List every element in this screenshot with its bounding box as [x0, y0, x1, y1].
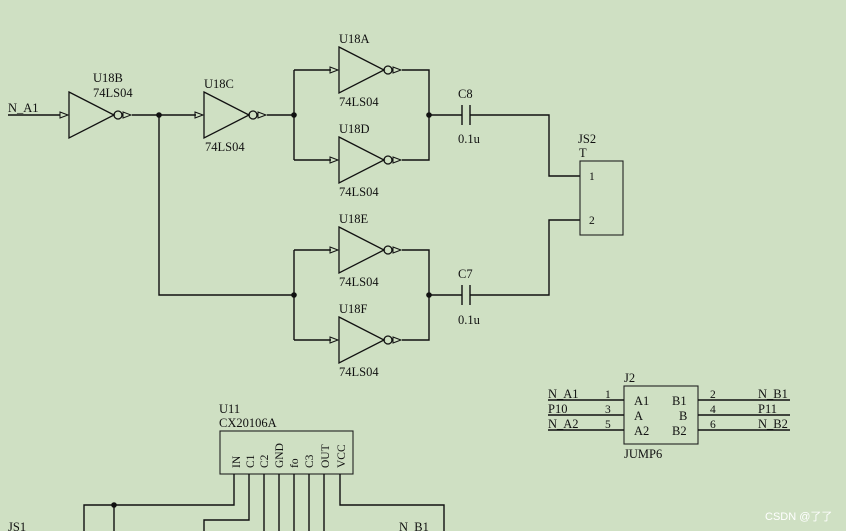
jumper-right-pin: 6: [710, 419, 716, 431]
inverter-u18d[interactable]: U18D 74LS04: [329, 122, 403, 199]
gate-ref-label: U18C: [204, 77, 234, 91]
cap-value-label: 0.1u: [458, 132, 481, 146]
jumper-inner-right: B: [679, 409, 687, 423]
jumper-inner-left: A2: [634, 424, 649, 438]
capacitor-c7[interactable]: C7 0.1u: [458, 267, 481, 327]
jumper-left-net: N_A2: [548, 417, 579, 431]
jumper-left-net: P10: [548, 402, 567, 416]
wire-upper-merge: [402, 69, 430, 161]
ic-pin-label: C2: [259, 454, 271, 468]
gate-ref-label: U18D: [339, 122, 370, 136]
ic-pin-label: C1: [245, 454, 257, 468]
jumper-ref-label: J2: [624, 371, 635, 385]
connector-js2[interactable]: JS2 T 1 2: [578, 132, 624, 236]
junction-dot: [426, 292, 432, 298]
ic-pin-label: fo: [289, 458, 301, 468]
inverter-u18f[interactable]: U18F 74LS04: [329, 302, 403, 379]
wires: [8, 69, 580, 341]
jumper-inner-right: B1: [672, 394, 687, 408]
inverter-u18a[interactable]: U18A 74LS04: [329, 32, 403, 109]
jumper-left-pin: 3: [605, 404, 611, 416]
connector-value-label: T: [579, 146, 587, 160]
jumper-left-pin: 5: [605, 419, 611, 431]
wire-c7-js2: [470, 219, 580, 296]
jumper-right-net: P11: [758, 402, 777, 416]
jumper-right-pin: 4: [710, 404, 716, 416]
watermark: CSDN @了了: [765, 510, 832, 523]
cap-value-label: 0.1u: [458, 313, 481, 327]
junction-dot: [156, 112, 162, 118]
input-net-label: N_A1: [8, 101, 39, 115]
jumper-right-net: N_B1: [758, 387, 788, 401]
wire-lower-branch: [158, 115, 294, 296]
jumper-j2[interactable]: J2 JUMP6 N_A1 P10 N_A2 1 3 5 A1 A A2 B1 …: [548, 371, 790, 461]
gate-ref-label: U18A: [339, 32, 370, 46]
jumper-part-label: JUMP6: [624, 447, 662, 461]
connector-ref-label: JS2: [578, 132, 596, 146]
wire-lower-merge: [402, 249, 430, 341]
inverter-u18b[interactable]: U18B 74LS04: [59, 71, 133, 140]
jumper-inner-right: B2: [672, 424, 687, 438]
junction-dot: [426, 112, 432, 118]
wire-c8-js2: [470, 114, 580, 177]
gate-part-label: 74LS04: [339, 185, 379, 199]
cap-ref-label: C7: [458, 267, 473, 281]
junction-dot: [291, 292, 297, 298]
connector-pin-2: 2: [589, 215, 595, 227]
connector-pin-1: 1: [589, 171, 595, 183]
gate-part-label: 74LS04: [339, 95, 379, 109]
gate-part-label: 74LS04: [339, 365, 379, 379]
jumper-right-pin: 2: [710, 389, 716, 401]
junctions: [111, 112, 432, 508]
inverter-u18e[interactable]: U18E 74LS04: [329, 212, 403, 289]
jumper-inner-left: A1: [634, 394, 649, 408]
jumper-left-pin: 1: [605, 389, 611, 401]
js1-label: JS1: [8, 520, 26, 531]
ic-part-label: CX20106A: [219, 416, 277, 430]
gate-ref-label: U18E: [339, 212, 369, 226]
ic-pin-label: GND: [274, 443, 286, 468]
ic-u11[interactable]: U11 CX20106A IN C1 C2 GND fo C3 OUT VCC: [83, 402, 445, 531]
ic-pin-label: IN: [231, 455, 243, 468]
gate-ref-label: U18B: [93, 71, 123, 85]
bottom-net-label: N_B1: [399, 520, 429, 531]
jumper-right-net: N_B2: [758, 417, 788, 431]
inverter-u18c[interactable]: U18C 74LS04: [194, 77, 268, 154]
gate-part-label: 74LS04: [93, 86, 133, 100]
jumper-inner-left: A: [634, 409, 643, 423]
gate-part-label: 74LS04: [339, 275, 379, 289]
capacitor-c8[interactable]: C8 0.1u: [458, 87, 481, 146]
jumper-left-net: N_A1: [548, 387, 579, 401]
gate-part-label: 74LS04: [205, 140, 245, 154]
ic-pin-label: C3: [304, 454, 316, 468]
cap-ref-label: C8: [458, 87, 473, 101]
ic-pin-label: OUT: [320, 444, 332, 468]
junction-dot: [291, 112, 297, 118]
gate-ref-label: U18F: [339, 302, 368, 316]
ic-ref-label: U11: [219, 402, 240, 416]
ic-pin-label: VCC: [336, 444, 348, 468]
